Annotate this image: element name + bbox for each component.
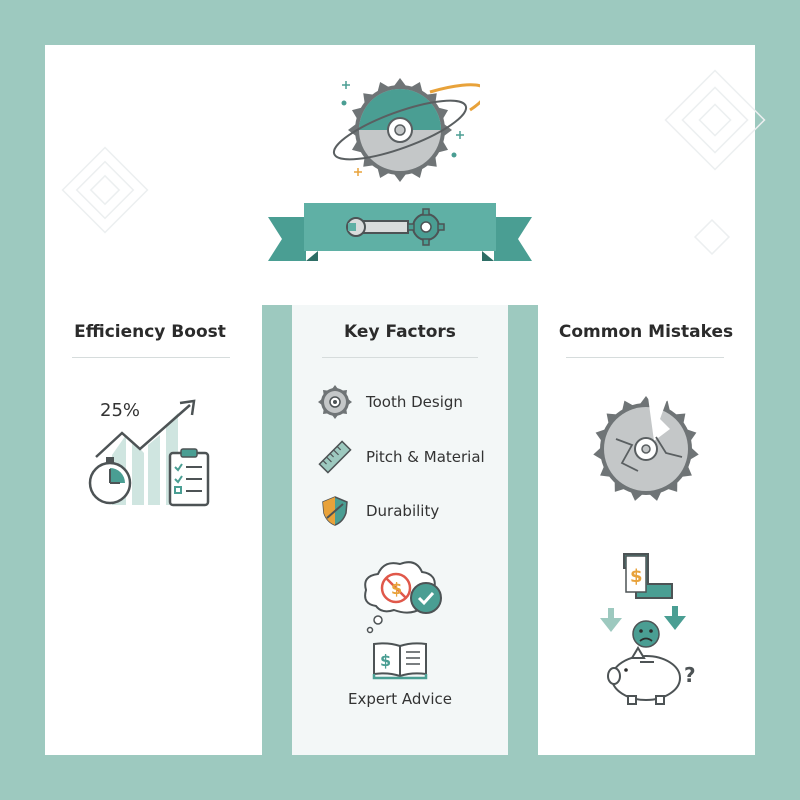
column-divider-right (508, 305, 538, 755)
key-factors-title: Key Factors (344, 322, 456, 342)
ruler-icon (318, 440, 352, 474)
gear-icon (407, 208, 445, 246)
factor-label: Tooth Design (366, 393, 463, 411)
thought-cloud-no-cost-icon: $ (364, 561, 442, 634)
cost-loss-illustration: $ ? (600, 553, 696, 705)
piggy-bank-icon (607, 646, 681, 705)
factor-label: Pitch & Material (366, 448, 485, 466)
saw-blade-orbit-icon (332, 78, 480, 182)
broken-saw-blade-icon (593, 396, 699, 501)
svg-text:$: $ (391, 579, 402, 598)
key-factors-column (292, 305, 508, 755)
sad-face-icon (632, 620, 660, 648)
common-mistakes-title: Common Mistakes (558, 322, 734, 342)
down-arrow-icon (664, 606, 686, 630)
efficiency-title-rule (72, 357, 230, 358)
down-arrow-icon (600, 608, 622, 632)
clipboard-checklist-icon (168, 448, 210, 507)
key-factors-title-rule (322, 357, 478, 358)
efficiency-boost-title: Efficiency Boost (74, 322, 226, 342)
efficiency-illustration (88, 399, 210, 507)
efficiency-percent: 25% (100, 400, 141, 421)
open-book-icon: $ (372, 642, 428, 680)
column-divider-left (262, 305, 292, 755)
shield-icon (322, 496, 348, 526)
svg-text:$: $ (380, 651, 391, 670)
factor-tooth-design: Tooth Design (318, 385, 508, 419)
factor-pitch-material: Pitch & Material (318, 440, 508, 474)
stopwatch-icon (88, 457, 132, 505)
decorative-pattern-right (664, 69, 766, 256)
expert-advice-label: Expert Advice (348, 690, 452, 708)
decorative-pattern-left (61, 146, 149, 234)
question-mark-icon: ? (684, 663, 696, 687)
ribbon-banner (268, 203, 532, 261)
saw-blade-icon (318, 385, 352, 419)
common-mistakes-title-rule (566, 357, 724, 358)
wrench-icon (346, 217, 409, 237)
receipt-dollar-icon: $ (623, 553, 673, 599)
svg-text:$: $ (630, 566, 643, 587)
factor-durability: Durability (318, 494, 508, 528)
factor-label: Durability (366, 502, 440, 520)
